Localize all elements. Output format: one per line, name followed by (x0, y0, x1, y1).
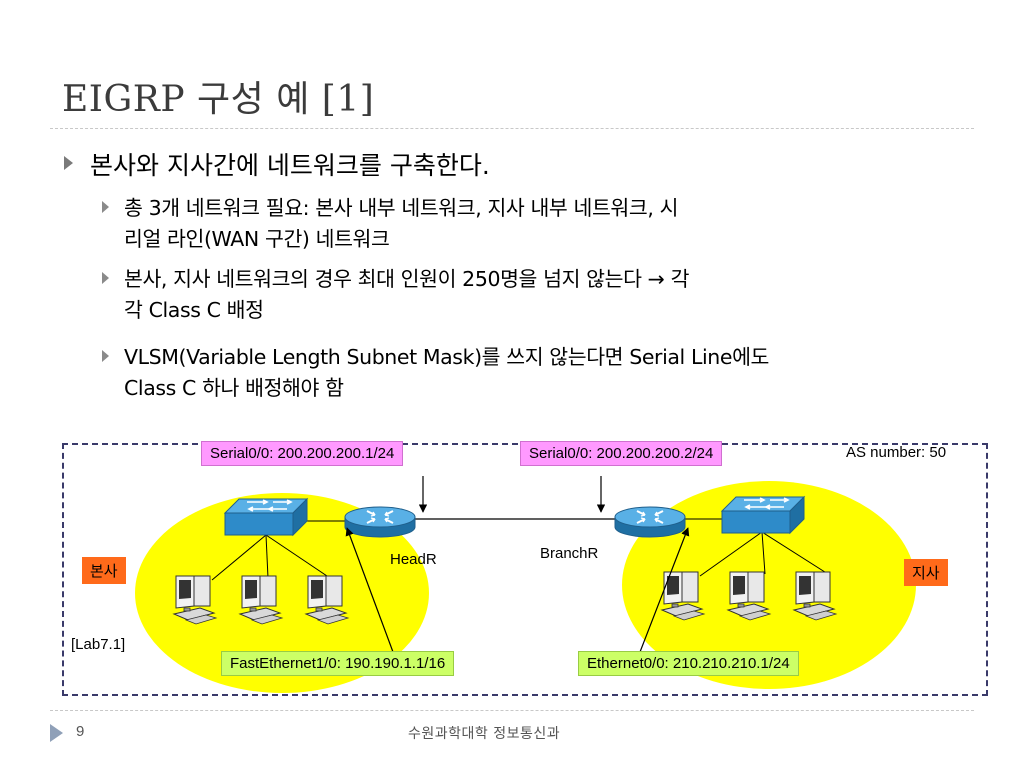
head-office-pc-1-icon (173, 575, 217, 625)
sub-bullet-triangle-icon (102, 272, 109, 284)
sub-bullet-3-line1: VLSM(Variable Length Subnet Mask)를 쓰지 않는… (124, 345, 769, 369)
serial-branch-label: Serial0/0: 200.200.200.2/24 (520, 441, 723, 466)
sub-bullet-2: 본사, 지사 네트워크의 경우 최대 인원이 250명을 넘지 않는다 → 각 … (124, 264, 969, 326)
sub-bullet-2-line2: 각 Class C 배정 (124, 298, 264, 322)
slide-title: EIGRP 구성 예 [1] (62, 79, 375, 120)
branch-office-cabling (685, 518, 829, 577)
branch-office-label: 지사 (904, 559, 948, 586)
branchr-router-icon (614, 506, 686, 538)
sub-bullet-1: 총 3개 네트워크 필요: 본사 내부 네트워크, 지사 내부 네트워크, 시 … (124, 193, 969, 255)
page-number: 9 (76, 723, 85, 740)
sub-bullet-2-line1: 본사, 지사 네트워크의 경우 최대 인원이 250명을 넘지 않는다 → 각 (124, 267, 690, 291)
branch-office-switch-icon (721, 496, 805, 534)
head-office-pc-3-icon (305, 575, 349, 625)
sub-bullet-1-line1: 총 3개 네트워크 필요: 본사 내부 네트워크, 지사 내부 네트워크, 시 (124, 196, 679, 220)
bullet-triangle-icon (64, 156, 73, 170)
head-office-pc-2-icon (239, 575, 283, 625)
serial-head-label: Serial0/0: 200.200.200.1/24 (201, 441, 404, 466)
footer-triangle-icon (50, 724, 63, 742)
fastethernet-label: FastEthernet1/0: 190.190.1.1/16 (221, 651, 455, 676)
title-divider (50, 128, 974, 129)
fastethernet-pointer-arrow (345, 527, 394, 653)
sub-bullet-3: VLSM(Variable Length Subnet Mask)를 쓰지 않는… (124, 342, 969, 404)
headr-label: HeadR (390, 551, 437, 568)
branch-office-lan-area (622, 481, 916, 689)
ethernet-pointer-arrow (639, 527, 690, 653)
branchr-label: BranchR (540, 545, 599, 562)
sub-bullet-triangle-icon (102, 201, 109, 213)
sub-bullet-1-line2: 리얼 라인(WAN 구간) 네트워크 (124, 227, 390, 251)
as-number-label: AS number: 50 (846, 444, 947, 461)
sub-bullet-3-line2: Class C 하나 배정해야 함 (124, 376, 344, 400)
head-office-switch-icon (224, 498, 308, 536)
head-office-label: 본사 (82, 557, 126, 584)
footer-text: 수원과학대학 정보통신과 (408, 726, 561, 742)
head-office-lan-area (135, 493, 429, 693)
sub-bullet-triangle-icon (102, 350, 109, 362)
branch-office-pc-2-icon (727, 571, 771, 621)
lab-reference-label: [Lab7.1] (71, 636, 126, 653)
main-bullet: 본사와 지사간에 네트워크를 구축한다. (90, 151, 490, 180)
branch-office-pc-3-icon (793, 571, 837, 621)
ethernet-label: Ethernet0/0: 210.210.210.1/24 (578, 651, 799, 676)
headr-router-icon (344, 506, 416, 538)
head-office-cabling (211, 520, 345, 581)
footer-divider (50, 710, 974, 711)
